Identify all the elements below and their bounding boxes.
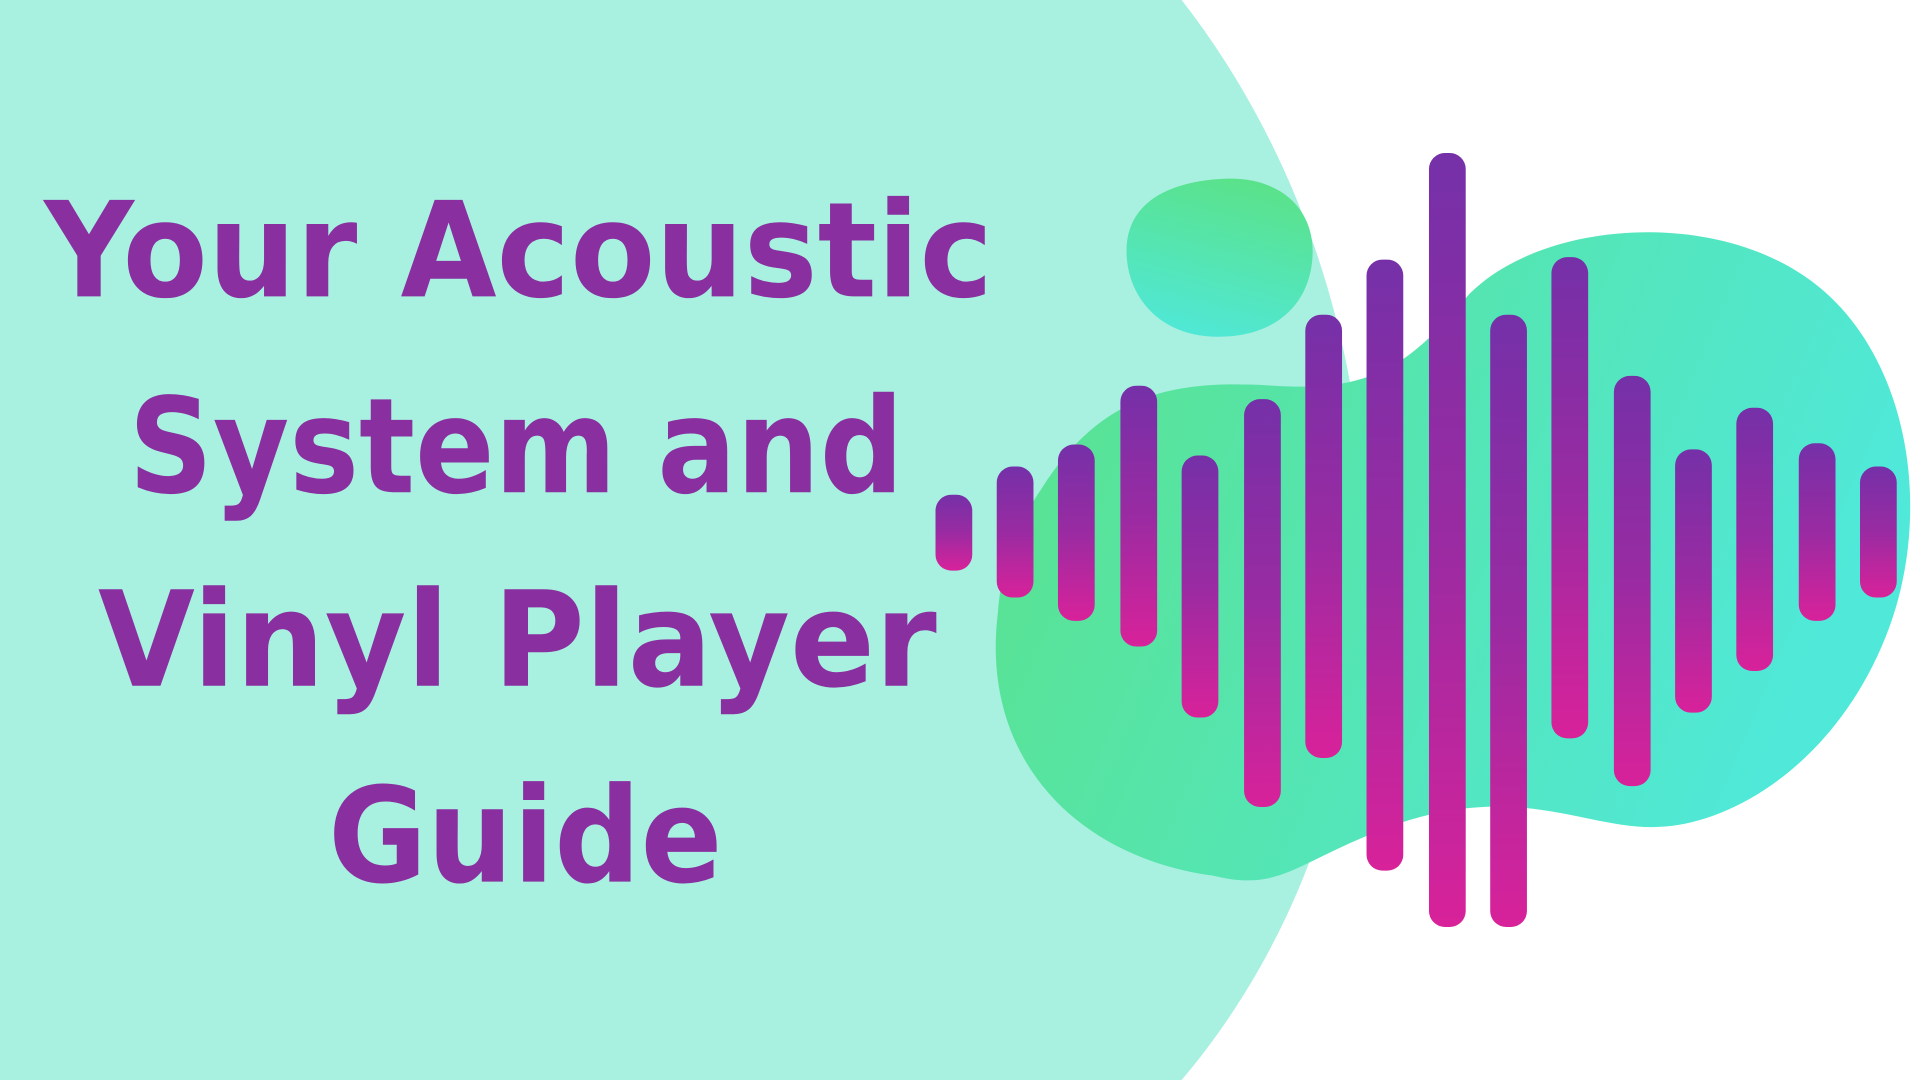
sound-wave-bar — [1490, 314, 1527, 927]
sound-wave-bar — [1181, 455, 1219, 718]
small-green-blob — [1126, 178, 1313, 337]
sound-wave-bar — [1057, 444, 1095, 621]
sound-wave-bar — [1675, 449, 1712, 713]
sound-wave-bar — [1366, 259, 1404, 871]
sound-wave-icon — [935, 153, 1897, 927]
mint-background-shape — [0, 0, 1366, 1080]
sound-wave-bar — [1736, 407, 1774, 672]
sound-wave-bar — [935, 494, 973, 571]
sound-wave-bar — [1305, 314, 1343, 758]
sound-wave-bar — [1428, 153, 1466, 927]
sound-wave-bar — [996, 466, 1034, 598]
title-line-4: Guide — [328, 760, 722, 914]
title-line-2: System and — [129, 370, 904, 524]
sound-wave-bar — [1860, 466, 1897, 598]
sound-wave-bar — [1613, 375, 1651, 787]
page-title: Your Acoustic System and Vinyl Player Gu… — [42, 174, 993, 913]
sound-wave-bar — [1120, 385, 1158, 647]
title-line-3: Vinyl Player — [98, 564, 937, 718]
sound-wave-bar — [1244, 399, 1281, 807]
title-line-1: Your Acoustic — [42, 174, 993, 328]
sound-wave-bar — [1551, 257, 1589, 739]
sound-wave-bar — [1798, 443, 1836, 621]
